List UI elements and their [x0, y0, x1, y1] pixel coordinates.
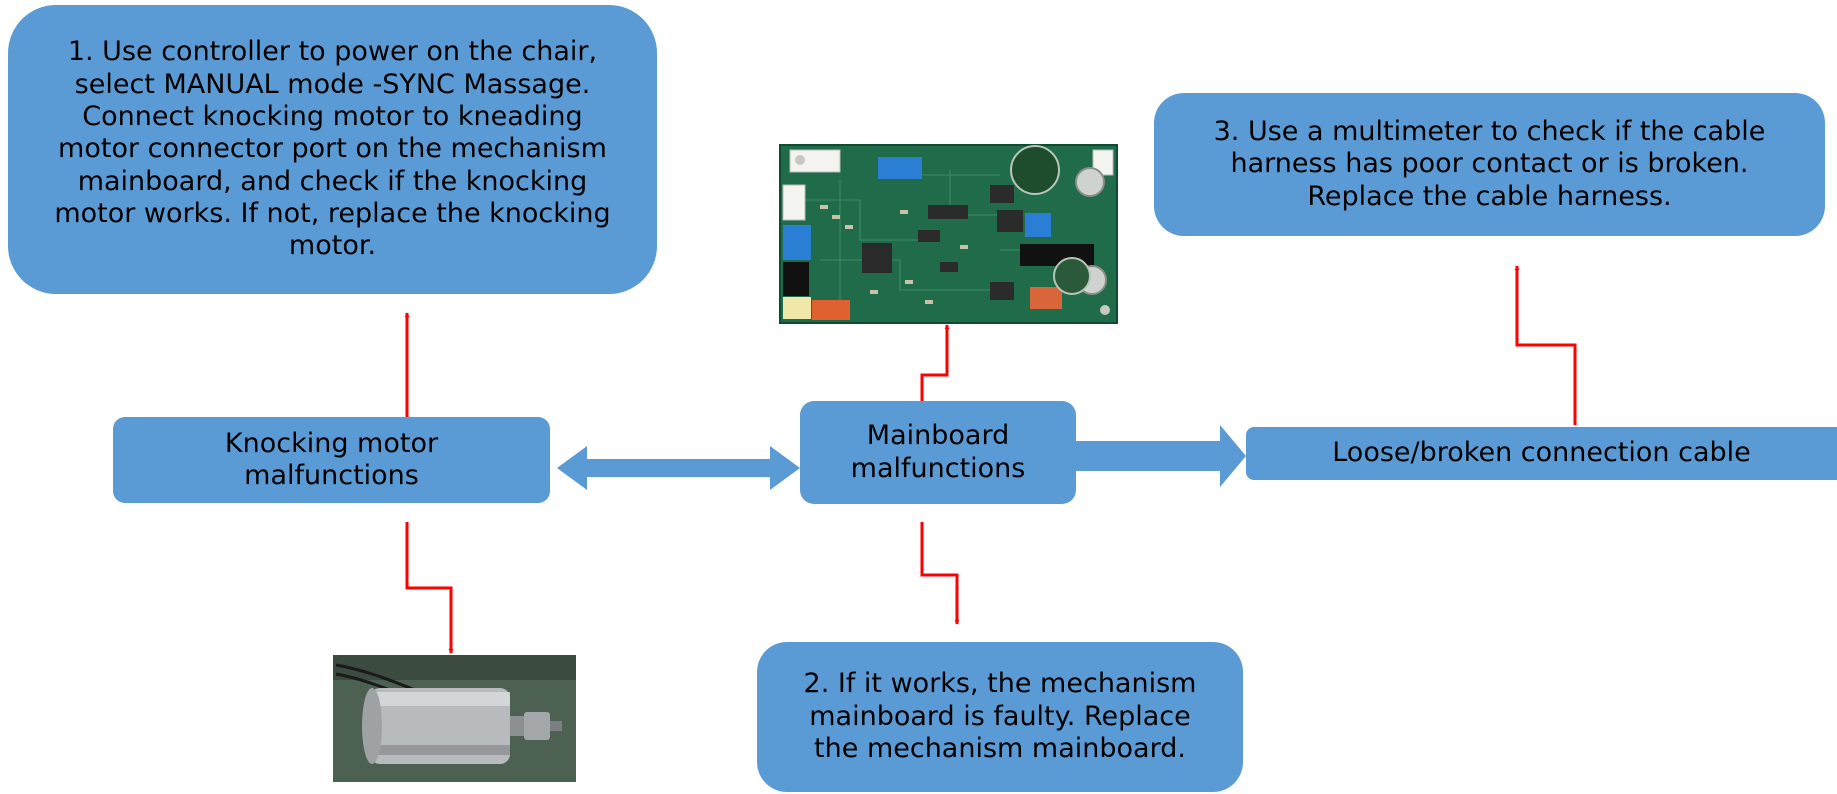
- step-1-box: 1. Use controller to power on the chair,…: [8, 5, 657, 294]
- step-3-box: 3. Use a multimeter to check if the cabl…: [1154, 93, 1825, 236]
- arrow-mainboard-to-pcb-photo: [920, 325, 947, 401]
- step-1-text: 1. Use controller to power on the chair,…: [54, 36, 611, 262]
- arrow-knock-to-motor-photo: [405, 522, 451, 653]
- double-arrow-connector: [557, 446, 800, 490]
- mainboard-photo: [779, 144, 1118, 324]
- cable-node: Loose/broken connection cable: [1246, 427, 1837, 480]
- step-2-box: 2. If it works, the mechanism mainboard …: [757, 642, 1243, 792]
- arrow-mainboard-to-cable: [1076, 425, 1246, 487]
- step-2-text: 2. If it works, the mechanism mainboard …: [803, 668, 1197, 765]
- knocking-motor-node: Knocking motor malfunctions: [113, 417, 550, 503]
- mainboard-label: Mainboard malfunctions: [850, 420, 1026, 484]
- arrow-cable-to-step3: [1517, 266, 1577, 425]
- motor-photo: [333, 655, 576, 782]
- mainboard-node: Mainboard malfunctions: [800, 401, 1076, 504]
- step-3-text: 3. Use a multimeter to check if the cabl…: [1213, 115, 1766, 212]
- arrow-mainboard-to-step2: [920, 522, 957, 624]
- cable-label: Loose/broken connection cable: [1332, 437, 1751, 469]
- knocking-motor-label: Knocking motor malfunctions: [224, 427, 439, 491]
